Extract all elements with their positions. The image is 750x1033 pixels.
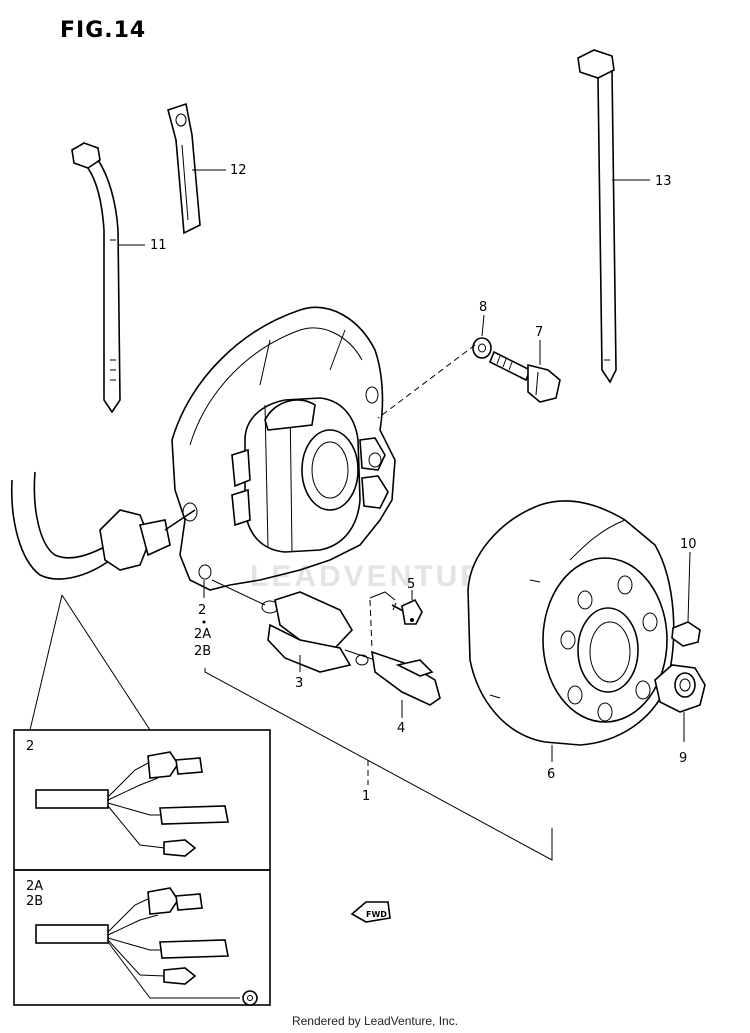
- callout-11: 11: [150, 238, 167, 253]
- bracket-5: [369, 591, 396, 601]
- callout-7: 7: [535, 325, 543, 340]
- part-9-nut[interactable]: [654, 664, 706, 713]
- part-7-bolt[interactable]: [488, 350, 561, 403]
- leader-8: [481, 314, 485, 337]
- callout-1: 1: [362, 789, 370, 804]
- part-11-cable-tie[interactable]: [71, 142, 121, 414]
- footer-credit: Rendered by LeadVenture, Inc.: [291, 1014, 459, 1028]
- callout-6: 6: [547, 767, 555, 782]
- part-8-washer[interactable]: [472, 337, 492, 359]
- inset-label-2a: 2A: [26, 879, 43, 894]
- callout-2: 2: [198, 603, 206, 618]
- leader-inset-b: [61, 594, 151, 731]
- part-6-rotor[interactable]: [467, 500, 675, 746]
- callout-8: 8: [479, 300, 487, 315]
- callout-4: 4: [397, 721, 405, 736]
- callout-13: 13: [655, 174, 672, 189]
- part-13-cable-tie[interactable]: [577, 49, 617, 384]
- callout-3: 3: [295, 676, 303, 691]
- inset-panel-2a-2b: [13, 869, 271, 1006]
- callout-12: 12: [230, 163, 247, 178]
- figure-title: FIG.14: [60, 18, 147, 43]
- callout-10: 10: [680, 537, 697, 552]
- part-10-key[interactable]: [671, 621, 701, 647]
- callout-5: 5: [407, 577, 415, 592]
- inset-label-2: 2: [26, 739, 34, 754]
- inset-2-connector-harness: [35, 751, 229, 857]
- leader-inset-a: [29, 594, 63, 731]
- inset-label-2b: 2B: [26, 894, 43, 909]
- part-12-clamp[interactable]: [167, 102, 201, 235]
- bracket-1: [204, 668, 553, 861]
- callout-9: 9: [679, 751, 687, 766]
- svg-text:FWD: FWD: [366, 910, 387, 919]
- wire-harness[interactable]: [10, 471, 196, 580]
- inset-2a-2b-connector-harness: [35, 887, 258, 1006]
- part-3-pickup-coil[interactable]: [211, 579, 353, 673]
- assembly-line-bolt: [377, 344, 476, 419]
- fwd-arrow: FWD: [350, 901, 391, 923]
- callout-2b: 2B: [194, 644, 211, 659]
- assembly-line-screw: [369, 599, 373, 651]
- part-5-screw[interactable]: [391, 598, 423, 625]
- callout-2a: 2A: [194, 627, 211, 642]
- part-4-clamp-plate[interactable]: [344, 649, 441, 706]
- leader-10: [687, 551, 691, 623]
- callout-dot: [202, 620, 206, 624]
- stator-assembly[interactable]: [171, 306, 396, 591]
- watermark: LEADVENTURE: [250, 560, 509, 593]
